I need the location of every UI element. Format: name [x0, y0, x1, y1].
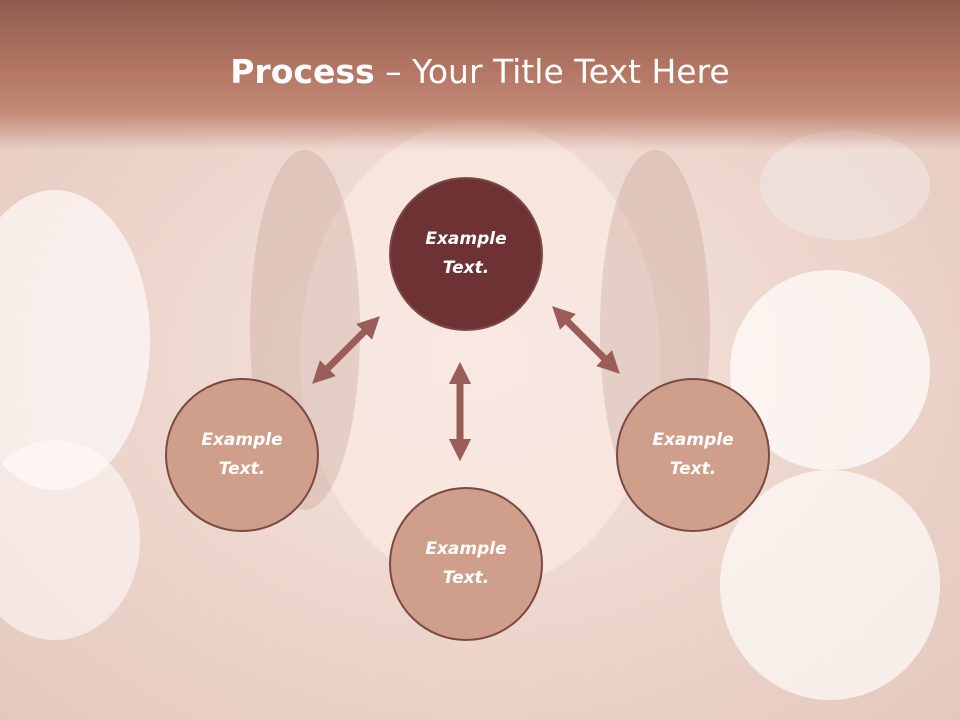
node-right-line2: Text.: [669, 459, 717, 479]
title-separator: –: [374, 52, 413, 91]
slide-title: Process – Your Title Text Here: [0, 52, 960, 91]
node-bottom-line1: Example: [425, 539, 507, 559]
title-bar: [0, 0, 960, 150]
node-left-line1: Example: [201, 430, 283, 450]
node-right-line1: Example: [652, 430, 734, 450]
title-bold: Process: [230, 52, 375, 91]
node-top-line1: Example: [425, 229, 507, 249]
node-top-line2: Text.: [442, 258, 490, 278]
arrow-top-left: [312, 316, 380, 384]
flower-shape: [0, 190, 150, 490]
title-rest: Your Title Text Here: [412, 52, 730, 91]
arrow-top-right: [552, 306, 620, 374]
herbal-ball-shape-lower: [720, 470, 940, 700]
node-bottom-line2: Text.: [442, 568, 490, 588]
flower-shape-lower: [0, 440, 140, 640]
node-left-line2: Text.: [218, 459, 266, 479]
